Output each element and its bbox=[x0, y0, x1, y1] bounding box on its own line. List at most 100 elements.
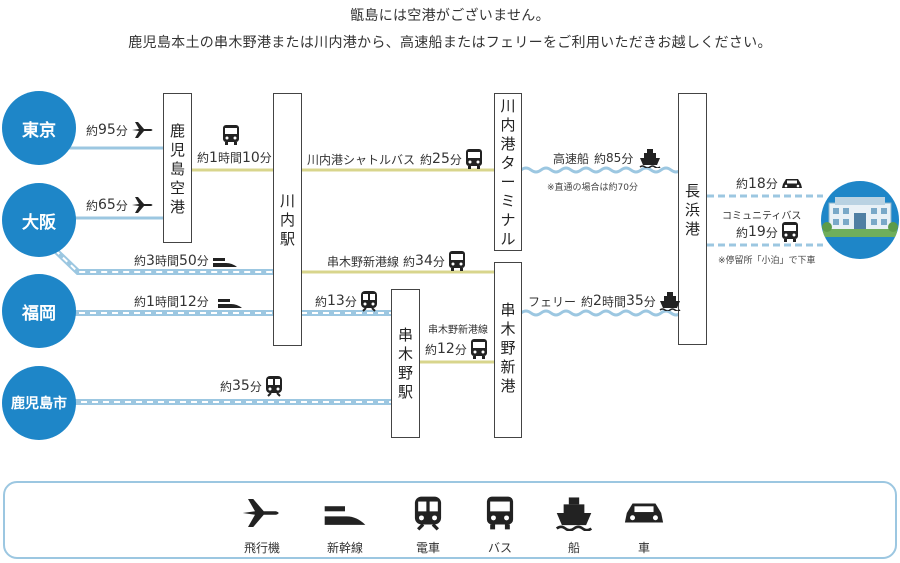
char: 港 bbox=[500, 377, 516, 395]
line-osaka-shinkansen bbox=[52, 247, 273, 275]
station-kushikino-port: 串 木 野 新 港 bbox=[494, 262, 522, 438]
text: 分 bbox=[643, 294, 656, 309]
legend-label: バス bbox=[487, 541, 512, 555]
char: 内 bbox=[500, 116, 516, 134]
label-community-bus-name: コミュニティバス bbox=[722, 207, 801, 222]
text: 約 bbox=[86, 123, 99, 138]
char: 内 bbox=[279, 211, 295, 229]
text: 約 bbox=[594, 151, 607, 166]
text: 分 bbox=[449, 152, 462, 167]
text: 13 bbox=[327, 293, 345, 309]
char: 木 bbox=[500, 320, 516, 338]
text: 約 bbox=[197, 151, 210, 165]
station-kushikino: 串 木 野 駅 bbox=[391, 289, 420, 438]
intro-line-2: 鹿児島本土の串木野港または川内港から、高速船またはフェリーをご利用いただきお越し… bbox=[128, 35, 772, 51]
legend-label: 新幹線 bbox=[326, 541, 363, 555]
text: 3 bbox=[146, 252, 155, 269]
text: 分 bbox=[196, 295, 209, 309]
text: 1 bbox=[146, 293, 155, 310]
station-sendai-port: 川 内 港 タ ー ミ ナ ル bbox=[494, 93, 522, 251]
text: 50 bbox=[178, 252, 197, 269]
train-icon bbox=[414, 496, 442, 531]
text: 約 bbox=[86, 198, 99, 213]
legend-item-shinkansen: 新幹線 bbox=[310, 495, 380, 556]
city-osaka: 大阪 bbox=[2, 183, 76, 257]
text: 12 bbox=[178, 293, 197, 310]
char: 島 bbox=[169, 160, 185, 178]
legend-item-ship: 船 bbox=[539, 495, 609, 556]
text: 34 bbox=[415, 253, 433, 269]
text: 約 bbox=[134, 295, 147, 309]
char: 長 bbox=[684, 182, 700, 200]
legend-label: 船 bbox=[567, 541, 580, 555]
intro-line-1: 甑島には空港がございません。 bbox=[350, 8, 550, 24]
char: ナ bbox=[500, 211, 516, 229]
char: 浜 bbox=[684, 201, 700, 219]
text: 分 bbox=[196, 254, 209, 268]
text: 65 bbox=[98, 197, 116, 213]
char: ー bbox=[500, 173, 516, 191]
text: 約 bbox=[420, 152, 433, 167]
text: 串木野新港線 bbox=[327, 254, 400, 269]
text: 約 bbox=[315, 294, 328, 309]
legend-label: 電車 bbox=[415, 541, 440, 555]
bus-icon bbox=[448, 251, 465, 271]
text: 19 bbox=[748, 224, 766, 240]
legend-item-train: 電車 bbox=[393, 495, 463, 556]
text: 分 bbox=[115, 123, 128, 138]
text: 時間 bbox=[601, 294, 626, 309]
text: 川内港シャトルバス bbox=[307, 152, 416, 167]
note-stop: ※停留所「小泊」で下車 bbox=[718, 256, 816, 266]
char: 港 bbox=[500, 135, 516, 153]
ship-icon bbox=[659, 292, 681, 311]
text: 分 bbox=[621, 151, 634, 166]
text: 12 bbox=[437, 341, 455, 357]
ship-icon bbox=[639, 149, 661, 168]
char: 川 bbox=[279, 192, 295, 210]
text: 高速船 bbox=[553, 151, 590, 166]
char: 新 bbox=[500, 358, 516, 376]
char: 駅 bbox=[279, 230, 295, 248]
legend: 飛行機 新幹線 電車 バス 船 車 bbox=[3, 481, 897, 559]
char: 串 bbox=[397, 326, 413, 344]
bus-icon bbox=[465, 149, 482, 169]
legend-item-bus: バス bbox=[465, 495, 535, 556]
char: 港 bbox=[684, 220, 700, 238]
text: 約 bbox=[403, 254, 416, 269]
shinkansen-icon bbox=[217, 298, 242, 308]
char: 空 bbox=[169, 179, 185, 197]
text: 1 bbox=[209, 149, 218, 166]
text: 35 bbox=[625, 293, 644, 309]
text: 35 bbox=[232, 378, 250, 394]
char: 駅 bbox=[397, 383, 413, 401]
station-sendai: 川 内 駅 bbox=[273, 93, 302, 346]
legend-item-plane: 飛行機 bbox=[227, 495, 297, 556]
city-tokyo: 東京 bbox=[2, 91, 76, 165]
char: 野 bbox=[500, 339, 516, 357]
station-nagahama: 長 浜 港 bbox=[678, 93, 707, 345]
bus-icon bbox=[781, 222, 798, 242]
text: 95 bbox=[98, 122, 116, 138]
legend-label: 飛行機 bbox=[243, 541, 280, 555]
char: 港 bbox=[169, 198, 185, 216]
shinkansen-icon bbox=[324, 506, 366, 525]
legend-item-car: 車 bbox=[609, 495, 679, 556]
station-kagoshima-airport: 鹿 児 島 空 港 bbox=[163, 93, 192, 243]
note-direct: ※直通の場合は約70分 bbox=[547, 183, 638, 193]
text: 約 bbox=[736, 177, 749, 191]
bus-icon bbox=[470, 339, 487, 359]
text: 串木野新港線 bbox=[428, 325, 488, 336]
